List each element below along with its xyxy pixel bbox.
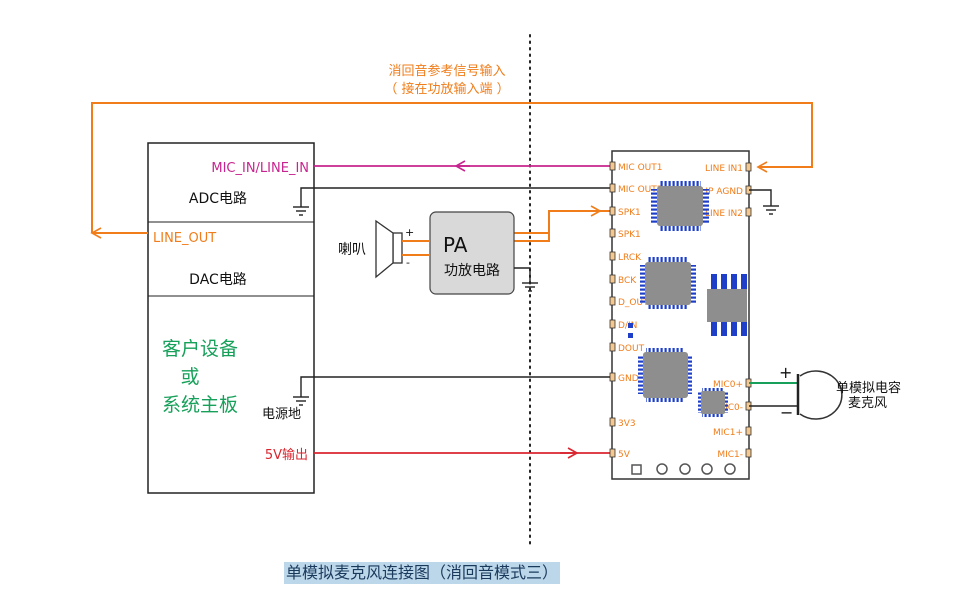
module-pin-pad xyxy=(609,251,616,261)
mic-plus: + xyxy=(779,363,792,382)
module-pin-pad xyxy=(745,162,752,172)
module-pin-pad xyxy=(609,274,616,284)
module-pin-pad xyxy=(745,426,752,436)
module-pin-pad xyxy=(609,183,616,193)
echo-ref-wire xyxy=(91,102,813,233)
speaker-minus: - xyxy=(406,256,410,269)
chip-2 xyxy=(640,257,696,309)
module-pin-label: LRCK xyxy=(618,253,642,263)
module-pin-pad xyxy=(609,448,616,458)
module-pin-label: D_OUT xyxy=(618,298,649,308)
module-pin-pad xyxy=(609,372,616,382)
echo-ref-label-2: （ 接在功放输入端 ） xyxy=(384,81,509,97)
module-pin-pad xyxy=(609,342,616,352)
module-pin-pad xyxy=(609,161,616,171)
chip-1 xyxy=(651,181,709,231)
module-pin-label: 5V xyxy=(618,450,631,460)
figure-caption: 单模拟麦克风连接图（消回音模式三） xyxy=(284,562,561,584)
ground-symbol-module xyxy=(763,205,779,215)
chip-3 xyxy=(707,274,747,336)
pa-title: PA xyxy=(443,233,468,257)
mic-label-1: 单模拟电容 xyxy=(836,380,901,396)
pa-input-wire xyxy=(514,210,612,242)
small-component xyxy=(628,323,633,338)
pa-subtitle: 功放电路 xyxy=(444,263,500,279)
line-out-label: LINE_OUT xyxy=(153,231,216,246)
device-label-1: 客户设备 xyxy=(162,338,238,360)
module-pin-pad xyxy=(609,206,616,216)
mic-icon xyxy=(799,370,843,420)
module-pin-pad xyxy=(745,207,752,217)
module-pin-label: MIC1- xyxy=(717,450,743,460)
module-pin-pad xyxy=(609,319,616,329)
module-pin-pad xyxy=(745,448,752,458)
chip-4 xyxy=(638,348,692,402)
speaker-plus: + xyxy=(405,226,414,239)
module-pin-label: SPK1 xyxy=(618,230,641,240)
module-pin-label: MIC1+ xyxy=(713,428,743,438)
host-device-box xyxy=(147,142,315,494)
module-pin-label: GND xyxy=(618,374,639,384)
dac-label: DAC电路 xyxy=(189,272,247,288)
chip-5 xyxy=(698,388,728,417)
device-label-2: 或 xyxy=(180,366,199,388)
module-pin-label: DOUT xyxy=(618,344,645,354)
gnd-wire xyxy=(300,376,612,397)
module-pin-pad xyxy=(609,228,616,238)
module-pin-pad xyxy=(609,296,616,306)
device-label-3: 系统主板 xyxy=(162,394,238,416)
ground-label: 电源地 xyxy=(262,407,301,422)
pa-box xyxy=(429,211,515,295)
speaker-icon xyxy=(375,219,403,279)
module-pin-label: D/IN xyxy=(618,321,637,331)
board-holes xyxy=(631,463,736,475)
module-pin-pad xyxy=(609,417,616,427)
module-pin-label: 3V3 xyxy=(618,419,636,429)
module-pin-label: MIC0- xyxy=(717,403,743,413)
ground-symbol-adc xyxy=(293,206,309,216)
ground-symbol-pa xyxy=(522,282,538,292)
hp-agnd-wire xyxy=(749,189,772,206)
ground-symbol-host xyxy=(293,396,309,406)
module-pin-label: HP AGND xyxy=(701,187,743,197)
adc-ground-wire xyxy=(300,187,612,207)
power-out-label: 5V输出 xyxy=(265,447,308,463)
module-pin-label: SPK1 xyxy=(618,208,641,218)
module-pin-label: LINE IN1 xyxy=(705,164,743,174)
module-pin-label: MIC OUT1 xyxy=(618,163,662,173)
adc-label: ADC电路 xyxy=(189,191,247,207)
module-pin-label: MIC OUT2 xyxy=(618,185,662,195)
mic-in-label: MIC_IN/LINE_IN xyxy=(211,161,309,176)
mic-minus: − xyxy=(780,403,793,422)
module-pin-label: BCK xyxy=(618,276,637,286)
module-pin-label: LINE IN2 xyxy=(705,209,743,219)
mic-label-2: 麦克风 xyxy=(848,396,887,411)
speaker-label: 喇叭 xyxy=(338,242,366,258)
echo-ref-label-1: 消回音参考信号输入 xyxy=(388,63,505,79)
module-pin-label: MIC0+ xyxy=(713,380,743,390)
pa-ground-wire xyxy=(514,267,531,283)
